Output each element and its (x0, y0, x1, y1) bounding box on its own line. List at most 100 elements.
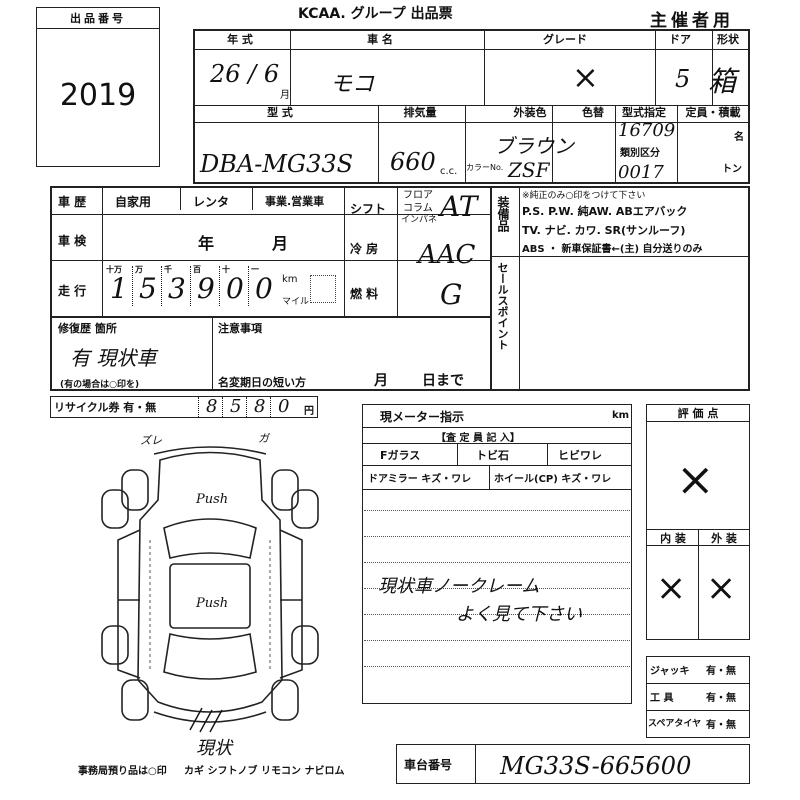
color-code-label: カラーNo. (466, 163, 504, 172)
lot-number-box: 出品番号 2019 (36, 7, 160, 167)
comment-line-1: 現状車ノークレーム (378, 576, 540, 597)
rating-label: 評 価 点 (677, 407, 719, 420)
mileage-digit-label: 一 (251, 265, 259, 274)
jack-yesno: 有・無 (706, 666, 736, 677)
chassis-label: 車台番号 (404, 758, 453, 772)
class-value: 0017 (618, 162, 664, 183)
inspector-title: 【査 定 員 記 入】 (436, 433, 520, 444)
mileage-digit-label: 十 (222, 265, 230, 274)
inspector-block (362, 404, 632, 704)
exterior-value: × (706, 568, 737, 609)
model-value: DBA-MG33S (200, 150, 354, 178)
form-title: KCAA. グループ 出品票 (298, 6, 453, 22)
tools-block (646, 656, 750, 738)
mileage-digit: 3 (168, 272, 186, 305)
equipment-row3: ABS ・ 新車保証書←(主) 自分送りのみ (522, 244, 703, 255)
history-label: 車 歴 (58, 195, 87, 209)
caution-label: 注意事項 (218, 322, 262, 335)
type-spec-value: 16709 (618, 120, 676, 141)
mirror-label: ドアミラー キズ・ワレ (368, 474, 472, 485)
office-items: カギ シフトノブ リモコン ナビロム (184, 766, 345, 777)
ac-value: AAC (418, 240, 476, 270)
month-unit: 月 (280, 90, 290, 101)
tools-yesno: 有・無 (706, 693, 736, 704)
color-change-label: 色替 (582, 106, 604, 119)
diagram-bottom-note: 現状 (196, 738, 232, 759)
spare-yesno: 有・無 (706, 720, 736, 731)
equipment-label: 装備品 (494, 196, 510, 237)
meter-label: 現メーター指示 (380, 410, 465, 424)
tobiishi-label: トビ石 (476, 449, 509, 462)
deadline-label: 名変期日の短い方 (218, 376, 306, 389)
repair-label: 修復歴 箇所 (58, 322, 117, 335)
history-private: 自家用 (115, 195, 152, 209)
grade-label: グレード (543, 33, 587, 46)
interior-label: 内 装 (660, 532, 686, 545)
push-note-1: Push (196, 492, 229, 507)
car-diagram (101, 446, 319, 733)
shift-value: AT (440, 190, 478, 223)
door-value: 5 (675, 65, 691, 93)
mile-label: マイル (282, 297, 310, 307)
displacement-label: 排気量 (403, 106, 437, 119)
shift-column: コラム (403, 203, 433, 214)
wheel-label: ホイール(CP) キズ・ワレ (494, 474, 612, 485)
rating-block (646, 404, 750, 640)
model-label: 型 式 (267, 106, 293, 119)
deadline-day: 日まで (422, 373, 464, 389)
rating-score: × (676, 452, 715, 506)
mileage-digit: 1 (110, 272, 128, 305)
shape-label: 形状 (717, 33, 739, 46)
year-value: 26 / 6 (210, 60, 280, 88)
sales-point-label: セールスポイント (494, 262, 510, 353)
jack-label: ジャッキ (650, 666, 690, 677)
km-label: km (282, 274, 298, 285)
name-value: モコ (330, 72, 375, 97)
meter-unit: km (612, 410, 630, 421)
grade-value: × (572, 58, 599, 96)
diagram-note-left: ズレ (140, 434, 162, 447)
deadline-month: 月 (374, 373, 388, 389)
fglass-label: Fガラス (380, 449, 421, 462)
equipment-note: ※純正のみ○印をつけて下さい (522, 191, 646, 201)
chassis-row (396, 744, 750, 784)
mileage-digit: 0 (226, 272, 244, 305)
recycle-digit: 8 (206, 396, 218, 417)
diagram-note-right: ガ (258, 432, 269, 445)
fuel-label: 燃 料 (350, 287, 379, 301)
push-note-2: Push (196, 596, 229, 611)
capacity-unit-person: 名 (734, 132, 744, 143)
ac-label: 冷 房 (350, 242, 379, 256)
repair-value: 有 現状車 (70, 346, 157, 370)
history-rental: レンタ (193, 195, 230, 209)
displacement-value: 660 (390, 148, 436, 176)
capacity-unit-ton: トン (722, 164, 742, 175)
lot-number-value: 2019 (59, 78, 137, 113)
recycle-digit: 0 (278, 396, 290, 417)
color-code-value: ZSF (508, 158, 550, 182)
shift-floor: フロア (403, 190, 433, 201)
repair-sub: (有の場合は○印を) (60, 380, 140, 390)
inspection-month: 月 (272, 234, 289, 253)
type-spec-label: 型式指定 (622, 106, 666, 119)
name-label: 車 名 (367, 33, 393, 46)
organizer-label: 主催者用 (650, 11, 734, 31)
history-block (50, 186, 750, 391)
mileage-digit: 5 (139, 272, 157, 305)
exterior-color-label: 外装色 (513, 106, 547, 119)
inspection-year: 年 (198, 234, 215, 253)
shift-label: シフト (350, 202, 387, 216)
hibiware-label: ヒビワレ (558, 449, 602, 462)
mileage-digit-label: 万 (135, 265, 143, 274)
tools-label: 工 具 (650, 693, 674, 704)
recycle-row (50, 396, 318, 418)
recycle-unit: 円 (304, 406, 314, 417)
shape-value: 箱 (708, 65, 737, 98)
recycle-digit: 5 (230, 396, 242, 417)
lot-number-label: 出品番号 (37, 10, 159, 29)
equipment-row1: P.S. P.W. 純AW. ABエアバック (522, 205, 688, 218)
sales-point-text: セールスポイント (496, 262, 509, 350)
equipment-row2: TV. ナビ. カワ. SR(サンルーフ) (522, 224, 686, 237)
recycle-label: リサイクル券 有・無 (54, 401, 157, 414)
mileage-digit-label: 百 (193, 265, 201, 274)
